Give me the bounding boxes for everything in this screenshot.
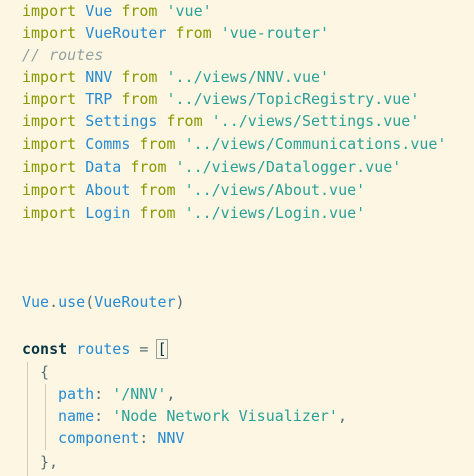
from-keyword: from [139, 135, 176, 153]
import-name: Settings [85, 112, 158, 130]
import-source: '../views/TopicRegistry.vue' [166, 90, 420, 108]
import-keyword: import [22, 135, 77, 153]
import-keyword: import [22, 90, 77, 108]
import-keyword: import [22, 181, 77, 199]
from-keyword: from [139, 181, 176, 199]
import-name: Data [85, 158, 122, 176]
const-keyword: const [22, 340, 68, 358]
import-name: About [85, 181, 131, 199]
code-line-const: const routes = [ [22, 338, 168, 360]
routes-identifier: routes [76, 340, 131, 358]
import-source: '../views/Datalogger.vue' [175, 158, 402, 176]
import-name: Vue [85, 2, 113, 20]
code-line-component: component: NNV [58, 429, 185, 447]
from-keyword: from [121, 2, 158, 20]
name-key: name [58, 407, 95, 425]
import-source: '../views/NNV.vue' [166, 68, 330, 86]
import-keyword: import [22, 204, 77, 222]
close-paren: ) [175, 293, 185, 311]
code-line-3: // routes [22, 44, 103, 66]
import-name: TRP [85, 90, 113, 108]
use-argument: VueRouter [94, 293, 176, 311]
indent-guide [27, 362, 28, 476]
code-line-10: import Login from '../views/Login.vue' [22, 202, 365, 224]
from-keyword: from [166, 112, 203, 130]
import-keyword: import [22, 24, 77, 42]
import-keyword: import [22, 158, 77, 176]
code-comment: // routes [22, 46, 104, 64]
import-source: '../views/About.vue' [184, 181, 366, 199]
code-line-2: import VueRouter from 'vue-router' [22, 22, 329, 44]
code-line-5: import TRP from '../views/TopicRegistry.… [22, 88, 419, 110]
code-line-6: import Settings from '../views/Settings.… [22, 110, 419, 132]
object-close-brace: }, [40, 453, 59, 471]
component-key: component [58, 429, 140, 447]
from-keyword: from [139, 204, 176, 222]
import-keyword: import [22, 2, 77, 20]
import-source: '../views/Login.vue' [184, 204, 366, 222]
import-keyword: import [22, 112, 77, 130]
code-line-9: import About from '../views/About.vue' [22, 179, 365, 201]
dot-operator: . [49, 293, 59, 311]
code-line-object-open: { [40, 361, 49, 383]
object-open-brace: { [40, 363, 50, 381]
use-method: use [58, 293, 86, 311]
name-value: 'Node Network Visualizer' [112, 407, 338, 425]
code-line-1: import Vue from 'vue' [22, 0, 212, 22]
import-name: Login [85, 204, 131, 222]
code-line-name: name: 'Node Network Visualizer', [58, 407, 347, 425]
code-line-8: import Data from '../views/Datalogger.vu… [22, 156, 401, 178]
code-line-7: import Comms from '../views/Communicatio… [22, 133, 446, 155]
import-name: Comms [85, 135, 131, 153]
code-line-4: import NNV from '../views/NNV.vue' [22, 66, 329, 88]
import-source: '../views/Communications.vue' [184, 135, 447, 153]
vue-object: Vue [22, 293, 50, 311]
open-paren: ( [85, 293, 95, 311]
import-name: VueRouter [85, 24, 167, 42]
equals-operator: = [139, 340, 149, 358]
code-line-use: Vue.use(VueRouter) [22, 291, 185, 313]
import-source: '../views/Settings.vue' [211, 112, 420, 130]
indent-guide [45, 384, 46, 450]
from-keyword: from [175, 24, 212, 42]
path-key: path [58, 385, 95, 403]
from-keyword: from [121, 90, 158, 108]
import-keyword: import [22, 68, 77, 86]
matched-bracket: [ [156, 339, 168, 359]
from-keyword: from [130, 158, 167, 176]
import-name: NNV [85, 68, 113, 86]
component-value: NNV [157, 429, 185, 447]
path-value: '/NNV' [112, 385, 167, 403]
import-source: 'vue' [166, 2, 212, 20]
code-line-path: path: '/NNV', [58, 385, 176, 403]
code-line-object-close: }, [40, 451, 58, 473]
import-source: 'vue-router' [220, 24, 330, 42]
from-keyword: from [121, 68, 158, 86]
